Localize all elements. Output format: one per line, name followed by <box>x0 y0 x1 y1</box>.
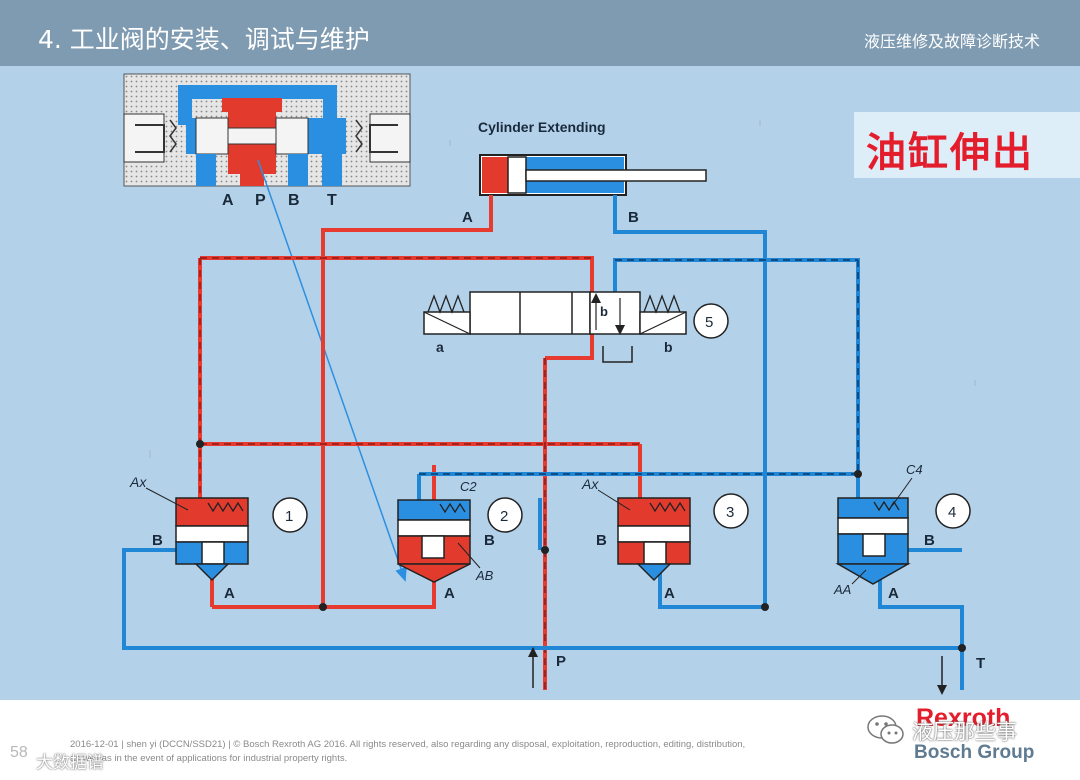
state-banner <box>854 112 1080 178</box>
background-ticks <box>149 120 976 458</box>
rexroth-logo: Rexroth <box>916 704 1011 732</box>
cartridge-valve-1: 1 Ax B A <box>129 474 308 602</box>
watermark-left: 大数据谱 <box>36 753 104 773</box>
wechat-icon <box>867 715 904 744</box>
valve-b-label: b <box>600 304 608 319</box>
cylinder-port-a: A <box>462 209 473 226</box>
cartridge-valve-4: 4 C4 B A AA <box>833 462 971 602</box>
pilot-directional-valve: b a b 5 <box>423 291 729 363</box>
cartridge-4-number: 4 <box>948 504 956 521</box>
hydraulic-cylinder: Cylinder Extending A B <box>462 119 707 226</box>
cartridge-2-area-label: AB <box>475 568 494 583</box>
cartridge-1-spring-label: Ax <box>129 474 147 490</box>
watermark-right: 液压那些事 <box>912 720 1017 744</box>
state-banner-text: 油缸伸出 <box>866 129 1034 176</box>
cartridge-1-port-b: B <box>152 532 163 549</box>
port-t-label: T <box>976 655 985 672</box>
valve-number-5: 5 <box>705 314 713 331</box>
slide-title: 4. 工业阀的安装、调试与维护 <box>38 25 370 54</box>
copyright-line-2: as well as in the event of applications … <box>70 753 348 764</box>
cartridge-1-port-a: A <box>224 585 235 602</box>
cartridge-3-port-b: B <box>596 532 607 549</box>
inset-port-p: P <box>255 192 266 209</box>
inset-port-a: A <box>222 192 234 209</box>
cartridge-2-spring-label: C2 <box>460 479 477 494</box>
cartridge-3-port-a: A <box>664 585 675 602</box>
cartridge-4-port-b: B <box>924 532 935 549</box>
cartridge-valve-3: 3 Ax B A <box>581 476 749 602</box>
inset-pointer-arrow <box>257 159 407 582</box>
solenoid-a-label: a <box>436 339 444 355</box>
cartridge-4-spring-label: C4 <box>906 462 923 477</box>
hydraulic-circuit-diagram: A P B T Cylinder Extending A B <box>122 73 985 695</box>
cartridge-valve-2: 2 C2 B A AB <box>397 479 523 602</box>
pressure-lines <box>198 195 642 690</box>
tank-pilot-dashes <box>419 259 859 475</box>
copyright-line-1: 2016-12-01 | shen yi (DCCN/SSD21) | © Bo… <box>70 739 746 750</box>
page-number: 58 <box>10 744 28 761</box>
line-junctions <box>196 440 966 652</box>
pressure-pilot-dashes <box>199 257 640 690</box>
cartridge-4-port-a: A <box>888 585 899 602</box>
supply-port-p: P <box>528 647 566 688</box>
cartridge-1-number: 1 <box>285 508 293 525</box>
cylinder-port-b: B <box>628 209 639 226</box>
cartridge-4-area-label: AA <box>833 582 851 597</box>
cartridge-2-port-a: A <box>444 585 455 602</box>
bosch-group-logo: Bosch Group <box>914 742 1035 763</box>
cartridge-3-number: 3 <box>726 504 734 521</box>
port-p-label: P <box>556 653 566 670</box>
inset-port-t: T <box>327 192 337 209</box>
slide-header: 4. 工业阀的安装、调试与维护 液压维修及故障诊断技术 <box>0 0 1080 66</box>
solenoid-b-label: b <box>664 339 673 355</box>
valve-cross-section-inset: A P B T <box>123 73 411 209</box>
cartridge-2-port-b: B <box>484 532 495 549</box>
copyright-footer: 2016-12-01 | shen yi (DCCN/SSD21) | © Bo… <box>70 738 890 766</box>
course-title: 液压维修及故障诊断技术 <box>863 32 1040 51</box>
cartridge-2-number: 2 <box>500 508 508 525</box>
inset-port-b: B <box>288 192 300 209</box>
cartridge-3-spring-label: Ax <box>581 476 599 492</box>
tank-port-t: T <box>937 655 985 695</box>
cylinder-caption: Cylinder Extending <box>478 119 606 135</box>
